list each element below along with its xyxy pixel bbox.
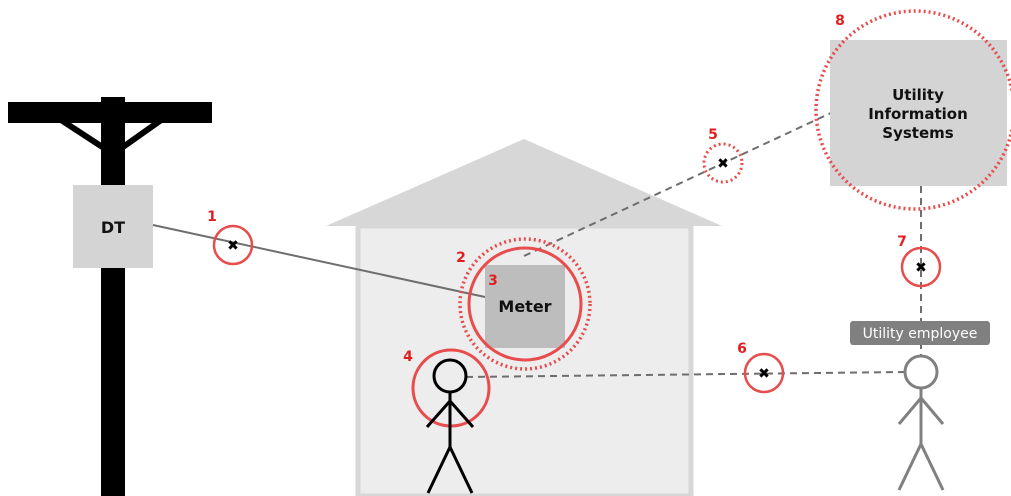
- utility-information-systems-box: Utility Information Systems: [830, 40, 1007, 186]
- point-number-8: 8: [835, 13, 845, 29]
- meter-box: Meter: [485, 265, 565, 348]
- dt-box: DT: [73, 185, 153, 268]
- employee-tag: Utility employee: [850, 321, 990, 345]
- attack-point-2: 2: [456, 237, 592, 371]
- x-mark-icon: ✖: [227, 238, 239, 254]
- link-dt-meter: [152, 224, 486, 298]
- x-mark-icon: ✖: [717, 156, 729, 172]
- uis-label-line3: Systems: [882, 124, 953, 142]
- pole-brace-right: [114, 115, 166, 155]
- pole-post: [101, 97, 125, 496]
- dt-label: DT: [101, 218, 125, 237]
- customer-figure: [425, 358, 475, 494]
- pole-brace-left: [56, 115, 112, 155]
- employee-label: Utility employee: [863, 326, 978, 342]
- link-customer-employee: [465, 371, 906, 378]
- pole-crossarm: [8, 102, 212, 123]
- attack-point-3: 3: [467, 246, 583, 362]
- point-number-7: 7: [897, 234, 907, 250]
- utility-pole: [8, 97, 212, 496]
- uis-label-line2: Information: [868, 105, 968, 123]
- attack-point-6: ✖ 6: [737, 341, 785, 394]
- link-meter-uis: [523, 111, 834, 257]
- point-number-4: 4: [403, 349, 413, 365]
- attack-point-8: 8: [814, 9, 1011, 211]
- point-number-3: 3: [488, 273, 498, 289]
- attack-point-7: ✖ 7: [897, 234, 942, 288]
- attack-point-5: ✖ 5: [702, 127, 744, 184]
- x-mark-icon: ✖: [758, 366, 770, 382]
- point-number-5: 5: [708, 127, 718, 143]
- point-number-1: 1: [207, 209, 217, 225]
- point-number-2: 2: [456, 250, 466, 266]
- utility-employee-figure: [897, 354, 945, 491]
- house-roof: [326, 139, 722, 226]
- point-number-6: 6: [737, 341, 747, 357]
- uis-label-line1: Utility: [892, 86, 944, 104]
- attack-point-1: ✖ 1: [207, 209, 254, 266]
- meter-label: Meter: [498, 297, 551, 316]
- x-mark-icon: ✖: [915, 260, 927, 276]
